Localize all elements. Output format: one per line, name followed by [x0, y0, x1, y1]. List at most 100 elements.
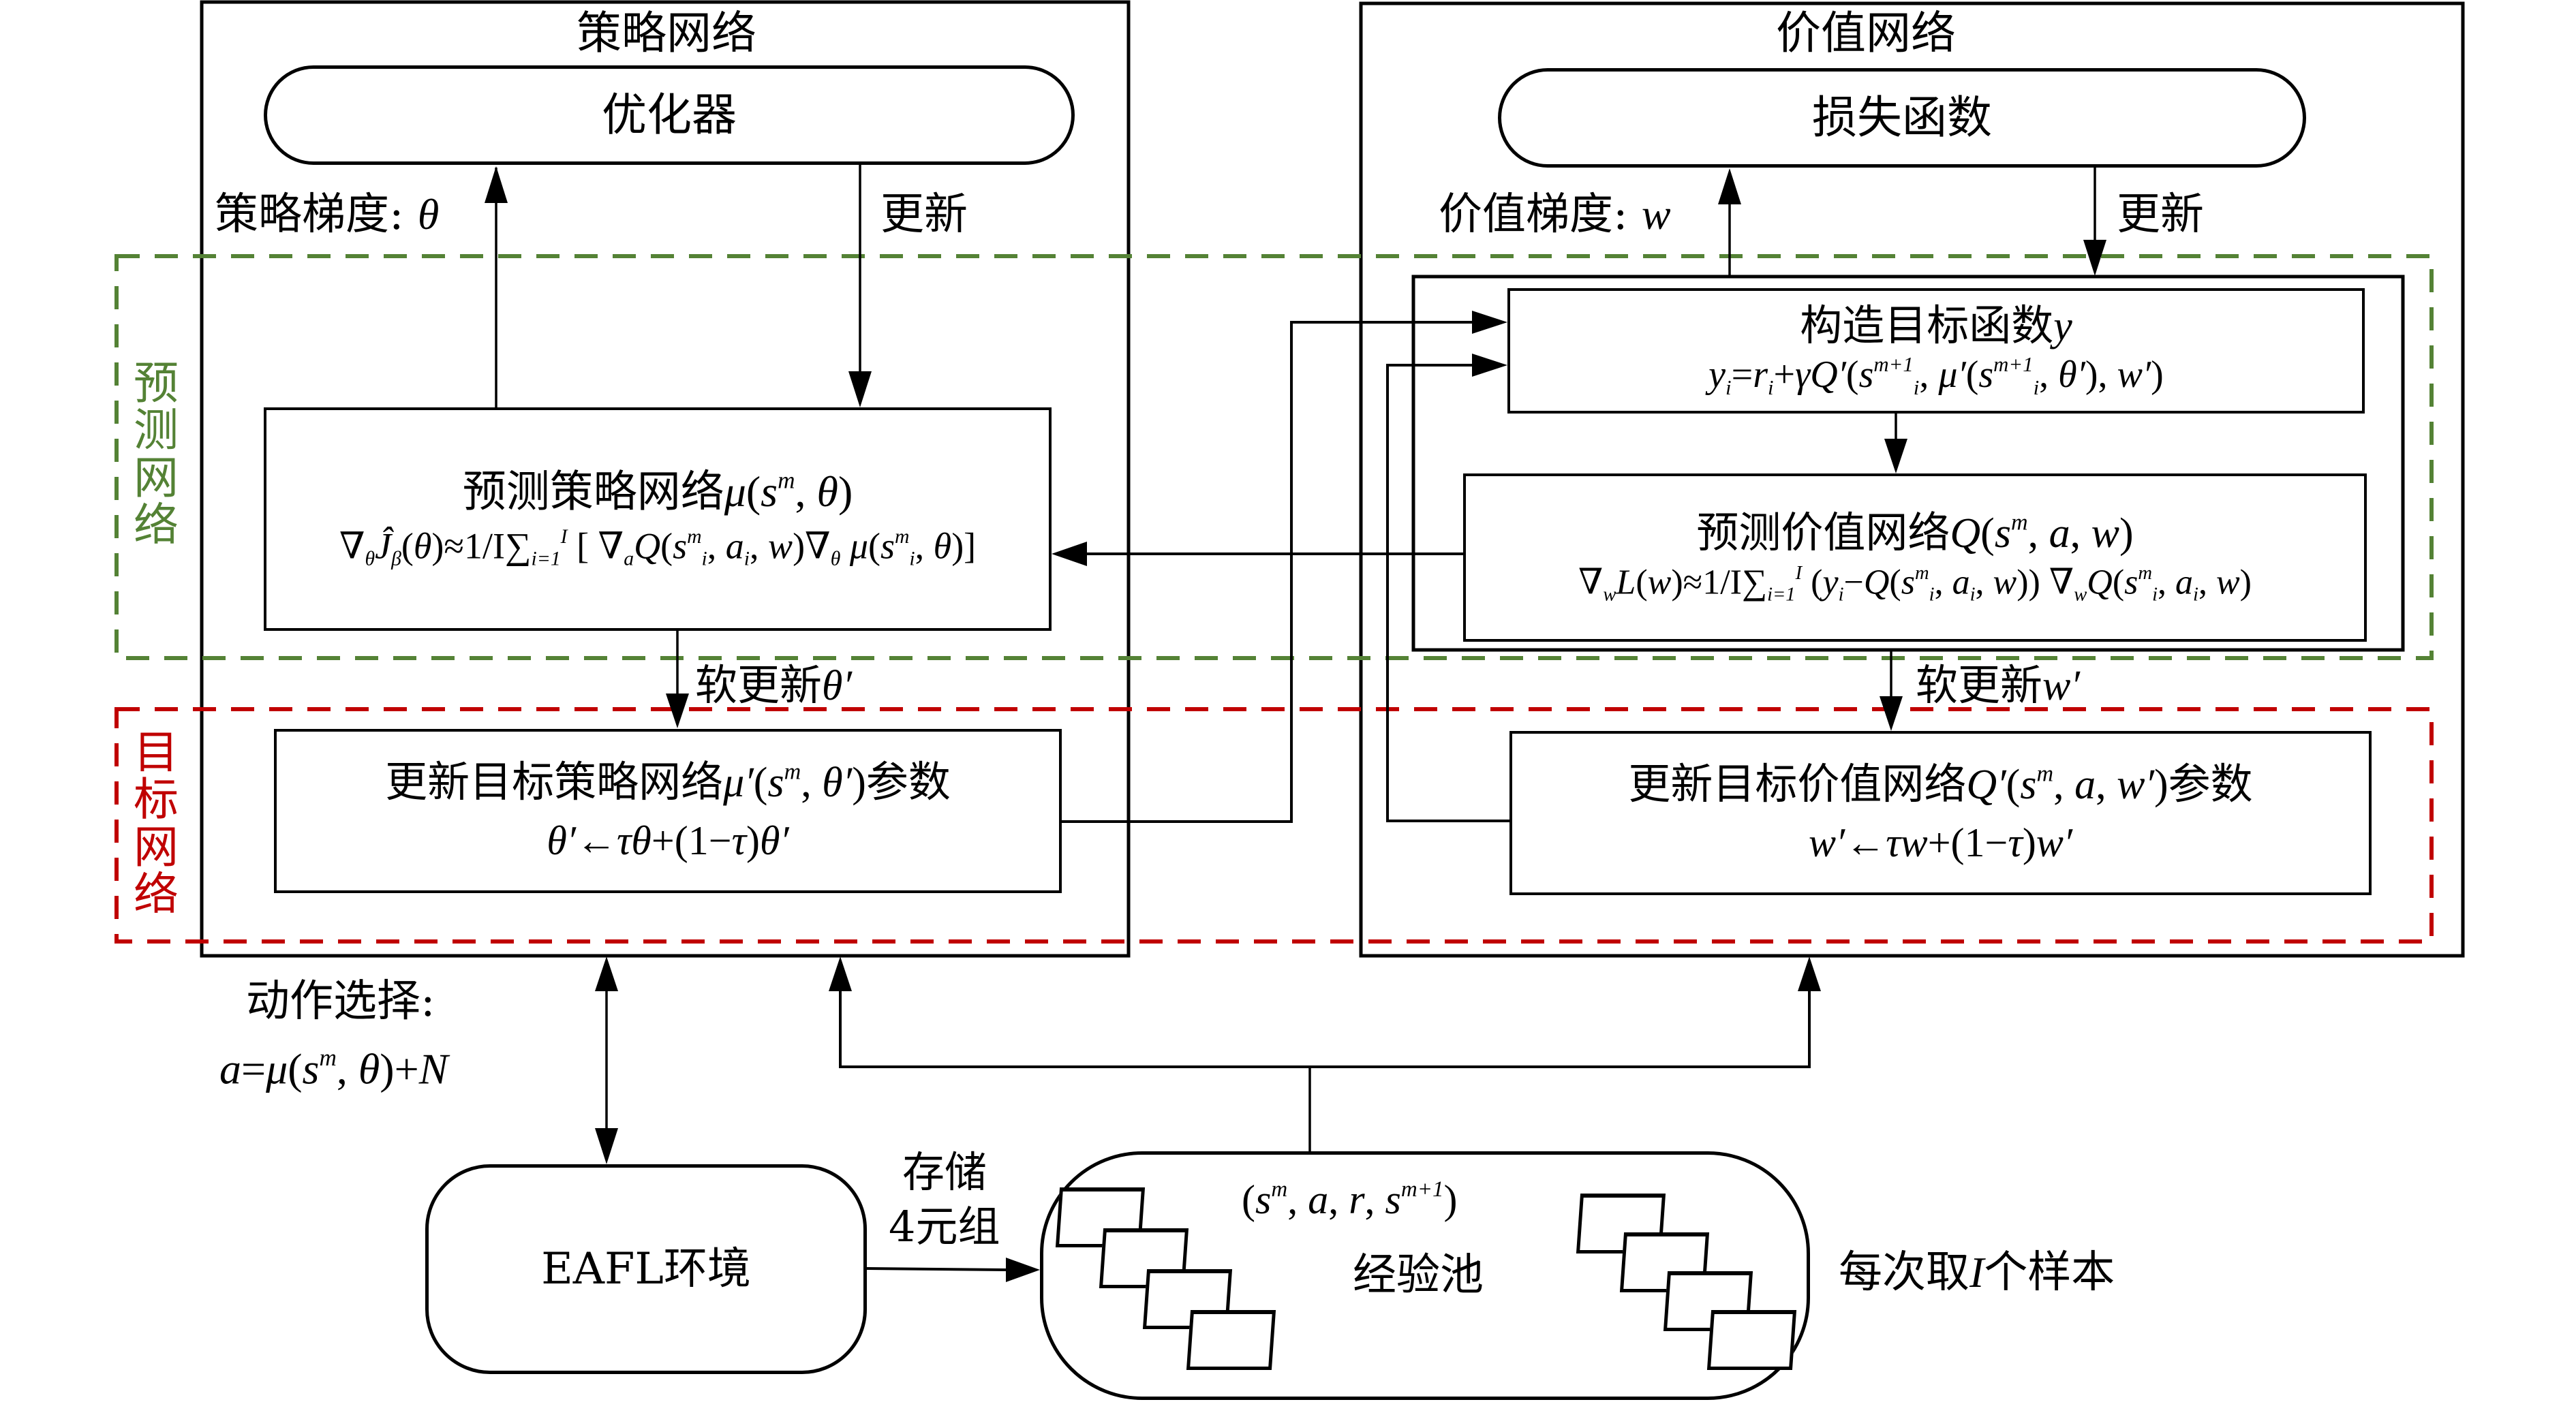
- predict-value-network-box[interactable]: 预测价值网络Q(sm, a, w) ∇wL(w)≈1/I∑i=1I (yi−Q(…: [1463, 473, 2367, 642]
- group-label-char: 目: [134, 726, 179, 779]
- target-policy-update-formula: θ′←τθ+(1−τ)θ′: [547, 818, 788, 863]
- formula-token: a: [624, 548, 634, 570]
- formula-token: (: [288, 1044, 303, 1093]
- formula-token: −: [1843, 563, 1864, 602]
- critic-to-actor-arrow: [1052, 542, 1463, 566]
- formula-token: s: [1994, 510, 2011, 557]
- formula-token: (: [660, 525, 673, 566]
- formula-token: i=1: [531, 548, 561, 570]
- formula-token: i: [2193, 584, 2198, 606]
- predict-policy-network-box[interactable]: 预测策略网络μ(sm, θ) ∇θĴβ(θ)≈1/I∑i=1I [ ∇aQ(sm…: [264, 407, 1052, 631]
- formula-token: s: [1385, 1177, 1401, 1222]
- formula-token: ): [1671, 563, 1683, 602]
- formula-token: τθ: [616, 818, 651, 864]
- formula-token: ,: [2198, 563, 2216, 602]
- formula-token: m: [2010, 510, 2028, 535]
- group-label-char: 预: [134, 357, 179, 409]
- construct-target-box[interactable]: 构造目标函数y yi=ri+γQ′(sm+1i, μ′(sm+1i, θ′), …: [1507, 288, 2365, 414]
- formula-token: Q: [2087, 563, 2113, 602]
- formula-token: (: [868, 525, 880, 566]
- formula-token: ,: [1975, 563, 1993, 602]
- formula-token: m: [894, 525, 910, 548]
- formula-token: a: [219, 1044, 241, 1093]
- formula-token: ,: [2053, 761, 2075, 808]
- policy-network-frame: [200, 0, 1131, 958]
- formula-token: ∇: [1578, 563, 1604, 602]
- formula-token: w′: [2117, 761, 2155, 808]
- policy-gradient-arrow: [485, 166, 508, 407]
- target-policy-network-box[interactable]: 更新目标策略网络μ′(sm, θ′)参数 θ′←τθ+(1−τ)θ′: [274, 729, 1062, 893]
- target-group-frame: [114, 707, 2434, 944]
- formula-token: r: [1349, 1177, 1365, 1222]
- construct-target-title: 构造目标函数y: [1800, 300, 2072, 350]
- formula-token: ,: [1287, 1177, 1308, 1222]
- formula-token: Q: [1950, 510, 1981, 557]
- policy-soft-update-label: 软更新θ′: [695, 660, 853, 710]
- formula-token: s: [2020, 761, 2037, 808]
- target-value-title: 更新目标价值网络Q′(sm, a, w′)参数: [1628, 758, 2253, 809]
- formula-token: (: [1242, 1177, 1255, 1222]
- eafl-environment-node[interactable]: EAFL环境: [425, 1164, 867, 1374]
- group-label-char: 网: [134, 820, 179, 873]
- replay-pool-label: 经验池: [1353, 1250, 1484, 1300]
- formula-token: θ: [830, 548, 841, 570]
- formula-token: w: [2074, 584, 2087, 606]
- formula-token: μ: [849, 525, 868, 566]
- value-soft-update-label: 软更新w′: [1916, 660, 2080, 710]
- target-value-network-box[interactable]: 更新目标价值网络Q′(sm, a, w′)参数 w′←τw+(1−τ)w′: [1509, 731, 2372, 895]
- formula-token: m+1: [1993, 352, 2034, 376]
- formula-token: ,: [1328, 1177, 1349, 1222]
- formula-token: ),: [2085, 353, 2117, 396]
- loss-function-node[interactable]: 损失函数: [1498, 68, 2306, 168]
- formula-token: ,: [2158, 563, 2176, 602]
- formula-token: β: [391, 548, 401, 570]
- loss-function-label: 损失函数: [1812, 91, 1992, 144]
- policy-network-title: 策略网络: [577, 7, 756, 59]
- formula-token: y: [2053, 302, 2072, 349]
- formula-token: m: [778, 467, 795, 494]
- sampling-label: 每次取I个样本: [1839, 1247, 2115, 1298]
- group-label-char: 标: [134, 773, 179, 826]
- formula-token: Ĵ: [375, 525, 392, 566]
- formula-token: s: [1901, 563, 1915, 602]
- optimizer-node[interactable]: 优化器: [264, 65, 1075, 165]
- formula-token: μ′: [723, 759, 754, 806]
- formula-token: (: [1980, 510, 1995, 557]
- formula-token: ,: [2096, 761, 2117, 808]
- predict-value-title: 预测价值网络Q(sm, a, w): [1696, 508, 2134, 558]
- formula-token: (: [1965, 353, 1979, 396]
- value-gradient-arrow: [1718, 168, 1741, 277]
- formula-token: τ: [731, 818, 747, 864]
- formula-token: i: [743, 548, 750, 570]
- value-update-arrow: [2083, 167, 2106, 276]
- formula-token: N: [418, 1044, 448, 1093]
- formula-token: m: [784, 759, 801, 785]
- formula-token: a: [1308, 1177, 1329, 1222]
- formula-token: y: [1708, 353, 1726, 396]
- formula-token: w: [1993, 563, 2017, 602]
- formula-token: i: [1726, 375, 1732, 399]
- formula-token: ): [852, 759, 866, 806]
- formula-token: Q: [1863, 563, 1890, 602]
- formula-token: i: [1929, 584, 1935, 606]
- formula-token: a: [1952, 563, 1970, 602]
- formula-token: (: [1889, 563, 1901, 602]
- formula-token: m: [687, 525, 702, 548]
- value-network-title: 价值网络: [1776, 7, 1956, 59]
- formula-token: w′: [1809, 820, 1845, 866]
- formula-token: τw: [1886, 820, 1928, 866]
- formula-token: ,: [1934, 563, 1952, 602]
- policy-gradient-formula: ∇θĴβ(θ)≈1/I∑i=1I [ ∇aQ(smi, ai, w)∇θ μ(s…: [339, 525, 976, 570]
- formula-token: a: [725, 525, 744, 566]
- formula-token: s: [761, 467, 778, 516]
- formula-token: ,: [2070, 510, 2091, 557]
- sampled-sample-icon: [1706, 1310, 1797, 1370]
- formula-token: m+1: [1400, 1177, 1444, 1202]
- formula-token: +(1−: [651, 818, 732, 864]
- formula-token: ): [746, 818, 761, 864]
- formula-token: =: [241, 1044, 266, 1093]
- replay-pool-tuple: (sm, a, r, sm+1): [1242, 1179, 1458, 1220]
- formula-token: ): [2119, 510, 2134, 557]
- formula-token: m: [2138, 562, 2153, 584]
- formula-token: ): [431, 525, 444, 566]
